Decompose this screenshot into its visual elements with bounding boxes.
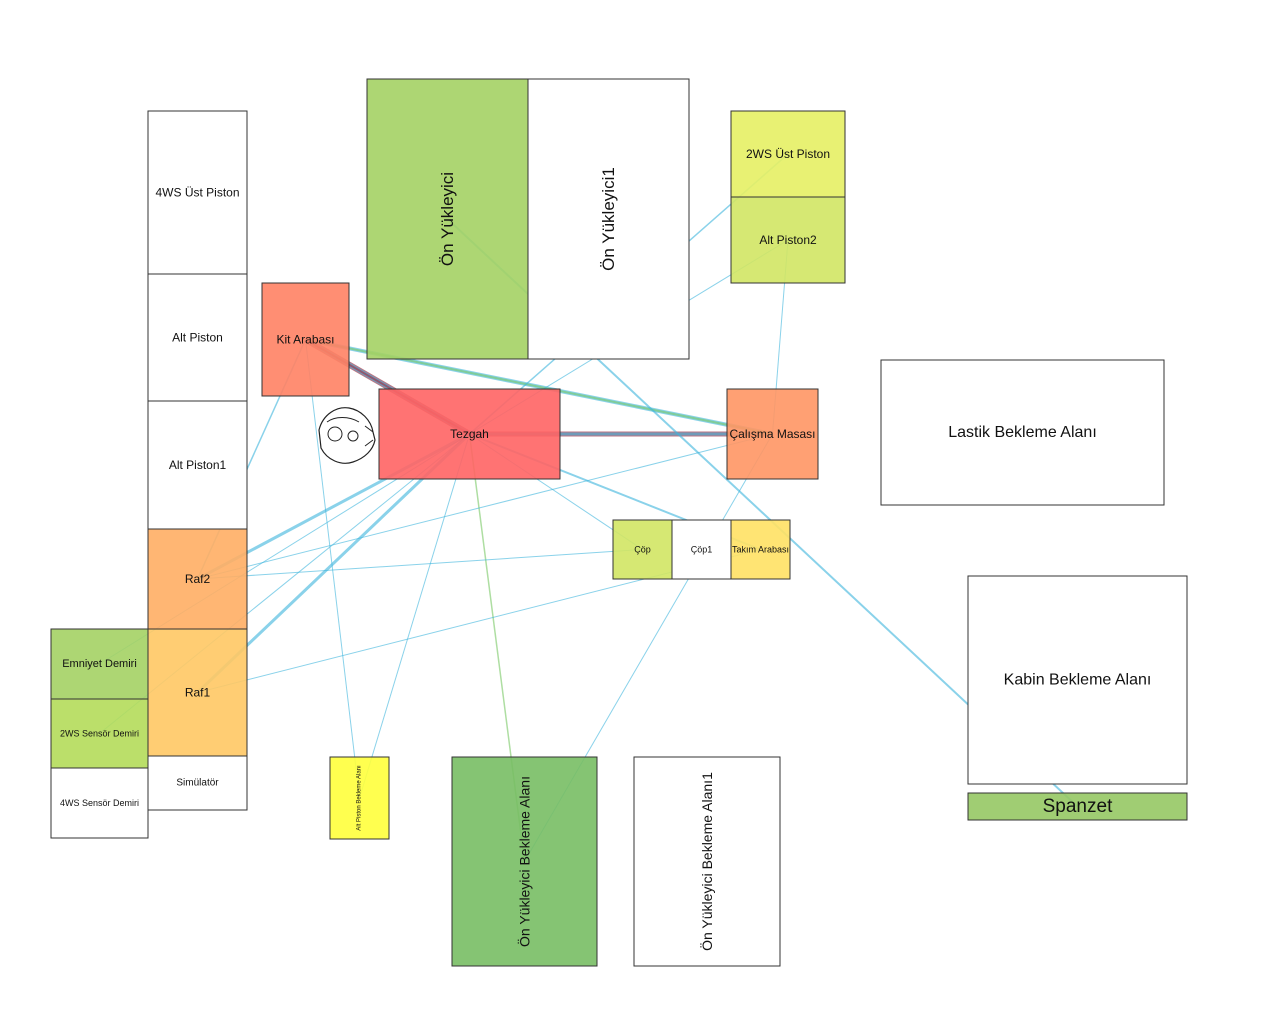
zone-rect-takim-arabasi	[730, 519, 791, 580]
zone-label-emniyet-demiri: Emniyet Demiri	[62, 658, 137, 670]
zone-rect-on-yukleyici-bekleme1	[633, 756, 781, 967]
zone-sensor-2ws[interactable]: 2WS Sensör Demiri	[50, 698, 149, 769]
zone-raf2[interactable]: Raf2	[147, 528, 248, 630]
zone-label-sensor-4ws: 4WS Sensör Demiri	[60, 798, 139, 808]
zone-cop[interactable]: Çöp	[612, 519, 673, 580]
zone-alt-piston[interactable]: Alt Piston	[147, 273, 248, 402]
zone-rect-kit-arabasi	[261, 282, 350, 397]
zone-tezgah[interactable]: Tezgah	[378, 388, 561, 480]
zone-rect-on-yukleyici	[366, 78, 529, 360]
zone-rect-sensor-2ws	[50, 698, 149, 769]
zone-raf1[interactable]: Raf1	[147, 628, 248, 757]
zone-label-cop: Çöp	[634, 545, 651, 555]
zone-on-yukleyici1[interactable]: Ön Yükleyici1	[527, 78, 690, 360]
flow-line-raf2-calisma-masasi	[197, 433, 773, 580]
flow-line-tezgah-alt-piston-bekleme	[359, 433, 470, 799]
zone-ust-piston-4ws[interactable]: 4WS Üst Piston	[147, 110, 248, 275]
flow-line-raf2-cop	[197, 549, 643, 580]
zone-label-cop1: Çöp1	[691, 545, 713, 555]
zone-kit-arabasi[interactable]: Kit Arabası	[261, 282, 350, 397]
zone-on-yukleyici[interactable]: Ön Yükleyici	[366, 78, 529, 360]
zone-simulator[interactable]: Simülatör	[147, 755, 248, 811]
zone-rect-emniyet-demiri	[50, 628, 149, 700]
zone-spanzet[interactable]: Spanzet	[967, 792, 1188, 821]
zone-label-on-yukleyici: Ön Yükleyici	[438, 172, 457, 266]
zone-rect-ust-piston-2ws	[730, 110, 846, 198]
zone-rect-sensor-4ws	[50, 767, 149, 839]
zone-on-yukleyici-bekleme1[interactable]: Ön Yükleyici Bekleme Alanı1	[633, 756, 781, 967]
zone-rect-on-yukleyici1	[527, 78, 690, 360]
zone-alt-piston2[interactable]: Alt Piston2	[730, 196, 846, 284]
zone-cop1[interactable]: Çöp1	[671, 519, 732, 580]
zone-ust-piston-2ws[interactable]: 2WS Üst Piston	[730, 110, 846, 198]
zone-label-sensor-2ws: 2WS Sensör Demiri	[60, 729, 139, 739]
zone-label-lastik-bekleme: Lastik Bekleme Alanı	[948, 424, 1097, 441]
zone-alt-piston-bekleme[interactable]: Alt Piston Bekleme Alanı	[329, 756, 390, 840]
zone-rect-kabin-bekleme	[967, 575, 1188, 785]
zone-label-spanzet: Spanzet	[1043, 796, 1113, 817]
zone-rect-alt-piston	[147, 273, 248, 402]
zone-rect-alt-piston2	[730, 196, 846, 284]
zone-label-ust-piston-4ws: 4WS Üst Piston	[155, 186, 239, 200]
zone-kabin-bekleme[interactable]: Kabin Bekleme Alanı	[967, 575, 1188, 785]
flow-line-kit-arabasi-alt-piston-bekleme	[305, 339, 360, 799]
zone-label-alt-piston2: Alt Piston2	[759, 233, 817, 247]
zone-lastik-bekleme[interactable]: Lastik Bekleme Alanı	[880, 359, 1165, 506]
zone-label-ust-piston-2ws: 2WS Üst Piston	[746, 147, 830, 161]
zone-rect-cop	[612, 519, 673, 580]
zone-label-raf1: Raf1	[185, 686, 211, 700]
zone-rect-alt-piston-bekleme	[329, 756, 390, 840]
zone-rect-cop1	[671, 519, 732, 580]
zone-calisma-masasi[interactable]: Çalışma Masası	[726, 388, 819, 480]
zone-rect-raf2	[147, 528, 248, 630]
zone-rect-tezgah	[378, 388, 561, 480]
zone-label-alt-piston1: Alt Piston1	[169, 458, 227, 472]
zone-emniyet-demiri[interactable]: Emniyet Demiri	[50, 628, 149, 700]
zone-rect-calisma-masasi	[726, 388, 819, 480]
zone-rect-lastik-bekleme	[880, 359, 1165, 506]
zone-label-alt-piston: Alt Piston	[172, 331, 223, 345]
zone-label-takim-arabasi: Takım Arabası	[732, 545, 789, 555]
zone-label-on-yukleyici-bekleme: Ön Yükleyici Bekleme Alanı	[516, 776, 533, 947]
zone-rect-spanzet	[967, 792, 1188, 821]
zone-rect-on-yukleyici-bekleme	[451, 756, 598, 967]
zone-label-raf2: Raf2	[185, 572, 211, 586]
zone-sensor-4ws[interactable]: 4WS Sensör Demiri	[50, 767, 149, 839]
zone-label-calisma-masasi: Çalışma Masası	[729, 427, 815, 441]
zone-rect-raf1	[147, 628, 248, 757]
zone-label-alt-piston-bekleme: Alt Piston Bekleme Alanı	[357, 765, 363, 831]
zone-rect-ust-piston-4ws	[147, 110, 248, 275]
zone-takim-arabasi[interactable]: Takım Arabası	[730, 519, 791, 580]
zone-alt-piston1[interactable]: Alt Piston1	[147, 400, 248, 530]
zone-label-on-yukleyici-bekleme1: Ön Yükleyici Bekleme Alanı1	[698, 772, 715, 951]
zone-label-tezgah: Tezgah	[450, 427, 489, 441]
zone-label-kabin-bekleme: Kabin Bekleme Alanı	[1004, 672, 1152, 689]
zone-label-kit-arabasi: Kit Arabası	[276, 333, 334, 347]
operator-icon	[318, 407, 376, 464]
zone-label-on-yukleyici1: Ön Yükleyici1	[599, 167, 618, 271]
zone-label-simulator: Simülatör	[176, 778, 219, 789]
zone-on-yukleyici-bekleme[interactable]: Ön Yükleyici Bekleme Alanı	[451, 756, 598, 967]
zone-rect-simulator	[147, 755, 248, 811]
